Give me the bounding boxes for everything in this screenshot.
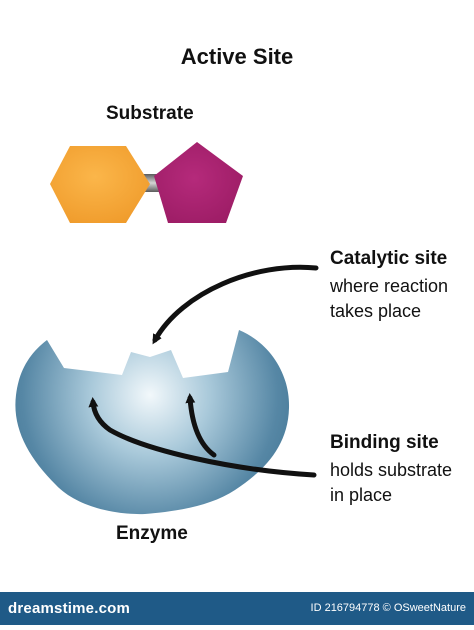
substrate-label: Substrate bbox=[106, 103, 194, 124]
catalytic-site-line2: takes place bbox=[330, 301, 422, 321]
footer-image-id: ID 216794778 © OSweetNature bbox=[310, 602, 466, 614]
page-title: Active Site bbox=[180, 44, 294, 69]
binding-site-line1: holds substrate bbox=[330, 460, 453, 480]
enzyme-shape bbox=[15, 330, 290, 515]
binding-site-title: Binding site bbox=[330, 432, 439, 453]
catalytic-site-line1: where reaction bbox=[330, 276, 449, 296]
catalytic-site-description: where reaction takes place bbox=[330, 274, 448, 324]
enzyme-label: Enzyme bbox=[116, 523, 188, 544]
footer-bar: dreamstime.com ID 216794778 © OSweetNatu… bbox=[0, 592, 474, 625]
binding-site-description: holds substrate in place bbox=[330, 458, 452, 508]
binding-site-line2: in place bbox=[330, 485, 393, 505]
catalytic-site-title: Catalytic site bbox=[330, 248, 448, 269]
footer-brand[interactable]: dreamstime.com bbox=[8, 600, 131, 617]
catalytic-arrow bbox=[152, 264, 319, 345]
binding-arrow-left bbox=[88, 397, 317, 478]
pentagon-shape bbox=[154, 142, 243, 223]
binding-arrow-right bbox=[185, 393, 217, 458]
hexagon-shape bbox=[50, 146, 150, 223]
